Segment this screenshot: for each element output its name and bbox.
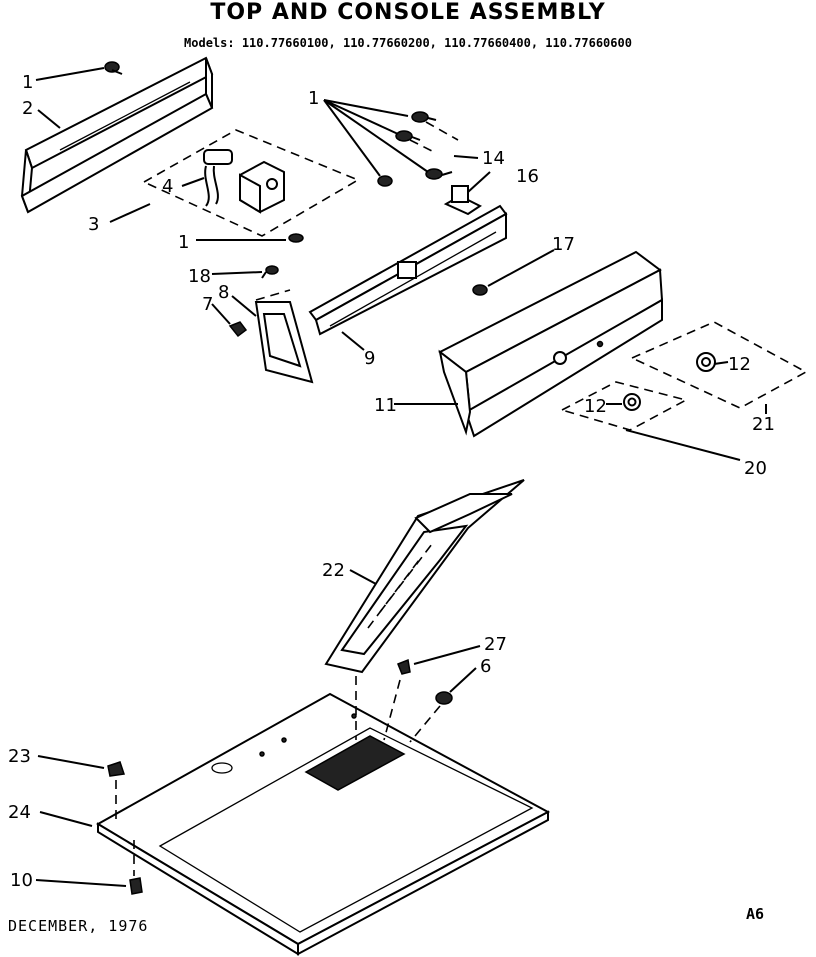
rail-bracket-part [308, 204, 508, 336]
screw-part-27 [397, 658, 411, 675]
callout-7: 7 [202, 294, 213, 315]
screw-part-1-e [288, 233, 304, 243]
callout-14: 14 [482, 148, 505, 169]
callout-8: 8 [218, 282, 229, 303]
bracket-part-8 [254, 289, 314, 384]
diagram-title: TOP AND CONSOLE ASSEMBLY [210, 0, 606, 25]
screw-part-1-a [411, 111, 437, 123]
timer-motor-part [239, 160, 285, 214]
top-panel-part [96, 692, 551, 956]
grommet-part-6 [435, 691, 453, 705]
callout-10: 10 [10, 870, 33, 891]
callout-20: 20 [744, 458, 767, 479]
leader-lines [35, 67, 767, 887]
nut-part-7 [228, 321, 248, 338]
screw-part-1-b [395, 130, 421, 142]
date-stamp: DECEMBER, 1976 [8, 917, 149, 935]
callout-1-right: 1 [308, 88, 319, 109]
model-numbers: Models: 110.77660100, 110.77660200, 110.… [184, 36, 632, 50]
switch-part [443, 185, 482, 216]
screw-part-1-top [104, 61, 123, 75]
callout-12-lower: 12 [584, 396, 607, 417]
console-housing-part [438, 250, 664, 438]
callout-21: 21 [752, 414, 775, 435]
knob-assembly-21 [630, 321, 808, 409]
callout-12-right: 12 [728, 354, 751, 375]
callout-9: 9 [364, 348, 375, 369]
page-code: A6 [746, 905, 765, 923]
callout-11: 11 [374, 395, 397, 416]
callout-17: 17 [552, 234, 575, 255]
screw-part-17 [472, 284, 488, 296]
callout-27: 27 [484, 634, 507, 655]
callout-18: 18 [188, 266, 211, 287]
callout-4: 4 [162, 176, 173, 197]
callout-1-top: 1 [22, 72, 33, 93]
callout-2: 2 [22, 98, 33, 119]
callout-23: 23 [8, 746, 31, 767]
screw-part-1-d [377, 175, 393, 187]
harness-part [203, 149, 233, 207]
rear-panel-part [20, 56, 214, 214]
callout-1-mid: 1 [178, 232, 189, 253]
knob-assembly-20 [559, 381, 689, 431]
screw-part-10 [129, 877, 143, 895]
screw-part-23 [107, 761, 125, 777]
callout-16: 16 [516, 166, 539, 187]
console-frame-outline [142, 129, 360, 237]
callout-labels: 1 2 1 14 16 3 4 1 17 18 8 7 9 11 12 12 2… [8, 72, 775, 891]
callout-3: 3 [88, 214, 99, 235]
screw-part-1-c [425, 168, 453, 180]
callout-24: 24 [8, 802, 31, 823]
screw-part-18 [261, 265, 279, 279]
lint-screen-part [324, 479, 525, 674]
callout-6: 6 [480, 656, 491, 677]
callout-22: 22 [322, 560, 345, 581]
